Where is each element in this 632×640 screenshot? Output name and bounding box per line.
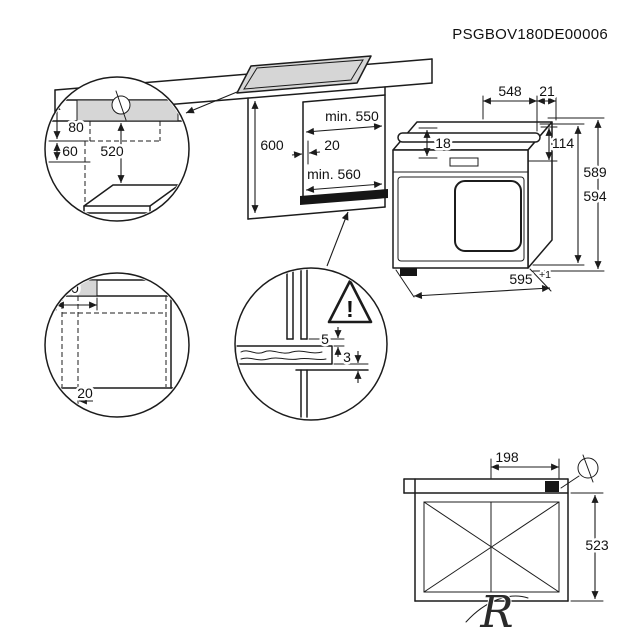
connection-box (545, 481, 559, 492)
oven-handle (397, 132, 541, 143)
power-connection-icon (560, 454, 599, 489)
rear-view: 198 523 (403, 447, 611, 602)
signature-letter: R (479, 587, 513, 638)
vent-strip (300, 189, 388, 205)
dim-gap-20: 20 (324, 137, 340, 153)
dim-height-523: 523 (585, 537, 609, 553)
dim-min-width-550: min. 550 (325, 108, 379, 124)
leader-to-gap-detail (326, 211, 349, 267)
dim-80: 80 (68, 119, 84, 135)
dim-panel-114: 114 (552, 135, 575, 151)
main-installation-view: 600 min. 550 20 min. 560 (54, 55, 433, 267)
document-code: PSGBOV180DE00006 (452, 26, 608, 43)
dim-gap-5: 5 (321, 331, 329, 347)
dim-height-589: 589 (583, 164, 607, 180)
dim-height-594: 594 (583, 188, 607, 204)
warning-exclamation: ! (346, 296, 354, 322)
warning-triangle-icon: ! (327, 279, 373, 324)
dim-min-depth-560: min. 560 (307, 166, 361, 182)
oven-door (397, 176, 525, 262)
oven-view: 548 21 18 114 589 594 595 +1 (392, 81, 609, 300)
dim-top-18: 18 (435, 135, 451, 151)
screw-fixing-icon (111, 90, 131, 121)
oven-display (449, 157, 479, 167)
dim-width-tolerance: +1 (539, 269, 551, 281)
oven-door-window (454, 180, 522, 252)
dim-depth-548: 548 (498, 83, 522, 99)
cabinet-niche (247, 86, 388, 220)
detail-rear-gap: 5 3 ! (234, 267, 388, 421)
dim-520: 520 (100, 143, 124, 159)
dim-offset-198: 198 (495, 449, 519, 465)
oven-foot (400, 268, 417, 276)
detail-base-setback: 60 20 (44, 272, 190, 418)
dim-20-plinth: 20 (77, 385, 93, 401)
draftsman-mark: R (465, 586, 529, 639)
cooktop-cutout (236, 55, 372, 94)
dim-width-595: 595 (509, 271, 533, 287)
dim-60: 60 (62, 143, 78, 159)
dim-height-600: 600 (260, 137, 284, 153)
detail-worktop-fixing: 80 60 520 (44, 76, 190, 222)
oven-front-face (392, 149, 529, 269)
dim-gap-3: 3 (343, 349, 351, 365)
dim-handle-21: 21 (539, 83, 555, 99)
leader-to-worktop-detail (185, 91, 238, 114)
board-cross-section (236, 345, 333, 365)
